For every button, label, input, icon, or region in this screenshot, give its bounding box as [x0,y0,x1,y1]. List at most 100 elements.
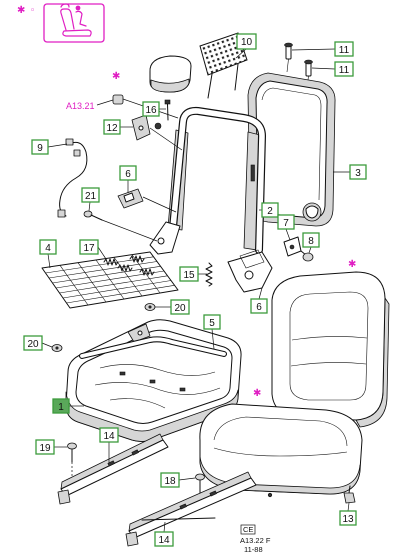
spring-coil [139,268,155,276]
figure-reference: CE A13.22 F 11-88 [240,524,271,554]
callout-box [203,314,221,330]
callout-number: 8 [308,236,314,247]
cable-connector-b [73,149,81,157]
bracket-upper-axis [142,196,177,213]
bolt-18-head [195,473,205,481]
callout-number: 14 [103,431,115,442]
callout-number: 6 [256,302,262,313]
footer-date: 11-88 [244,545,263,554]
back-frame-pivot-hole [157,237,165,245]
mat-wire [131,254,161,294]
rail-upper-latch [131,449,139,456]
callout-8: 8 [302,232,320,248]
seat-pictogram-icon [60,3,92,37]
backrest-pad-stitch [290,362,367,367]
callout-box [39,239,57,255]
bolt-21-axis [101,219,158,242]
callout-number: 2 [267,206,273,217]
bolt-19-head [67,442,77,450]
callout-box [349,164,367,180]
rail-lower-handle [141,517,216,521]
mat-wire [95,259,125,300]
callout-number: 17 [83,243,95,254]
rail-lower-latch [209,490,217,497]
cushion-highlight-mark: ✱ [253,388,261,399]
callout-9: 9 [31,139,49,155]
bracket-upper [117,188,177,213]
callout-number: 9 [37,143,43,154]
leader-9 [47,143,68,148]
seat-pan-rib [94,382,221,395]
callout-6-upper: 6 [119,165,137,181]
back-frame-slot [250,164,255,182]
callout-number: 4 [45,243,51,254]
headrest-highlight-mark: ✱ [112,71,120,82]
nut-right-hole [148,305,152,309]
callout-box [35,439,55,455]
backrest-pad-stitch [291,336,368,341]
callouts: 10 11 11 3 16 12 9 6 21 2 7 8 4 17 15 6 … [23,33,367,547]
headrest-frame [199,32,248,99]
bolt-21-head [83,210,93,218]
callout-box [81,187,100,203]
callout-number: 10 [241,37,253,48]
pictogram-occupant [75,10,87,27]
callout-box [160,472,180,488]
clip [154,122,162,130]
back-frame-pivot-left [149,221,181,255]
mat-wire [77,262,107,303]
callout-box [119,165,137,181]
seat-cushion-top [199,403,363,495]
callout-box [31,139,49,155]
bracket-piece-hole [138,125,144,131]
callout-10: 10 [236,33,257,50]
callout-box [23,335,43,351]
rail-lower-latch [179,503,187,510]
backrest-pad: ✱ [271,259,390,428]
callout-18: 18 [160,472,180,488]
back-panel-knob-face [305,205,319,219]
rail-upper [57,433,169,505]
footer-badge-frame [240,524,256,535]
leader-17 [97,246,107,260]
crossbar-tube-core [80,337,226,358]
callout-3: 3 [349,164,367,180]
springs [103,255,155,276]
spring-small-coil [205,262,213,287]
bolt-19 [67,442,77,478]
callout-number: 6 [125,169,131,180]
headrest-rod-right [234,63,239,91]
callout-number: 11 [339,65,350,76]
callout-7: 7 [277,214,295,230]
headrest-underside [150,78,190,93]
foot [343,485,356,504]
callout-box [179,266,199,282]
callout-number: 16 [145,105,157,116]
callout-20-left: 20 [23,335,43,351]
callout-14-lower: 14 [154,531,174,547]
rail-upper-foot [57,489,71,505]
seat-pan-hole [179,387,186,392]
back-frame-recliner-plate [239,249,265,269]
seat-cushion-stitch [213,447,348,457]
foot-body [343,492,356,504]
spring-coil [103,258,119,266]
callout-4: 4 [39,239,57,255]
guide-upper-stem [286,58,289,73]
guide-upper-cap [284,42,293,48]
seat-pan-inner [75,329,233,424]
legend-asterisk: ✱ [17,5,25,16]
mat-wire [59,265,89,306]
bolt-21-shaft [90,214,103,221]
backrest-highlight-mark: ✱ [348,259,356,270]
nut-left-hole [55,346,59,350]
callout-6-lower: 6 [250,298,268,314]
leader-11-lower [311,67,336,70]
callout-box [99,427,119,443]
leader-13 [347,502,350,512]
footer-code: A13.22 F [240,536,271,545]
callout-1: 1 [52,398,70,414]
pictogram-headrest [60,3,70,8]
cable-connector-a [65,138,74,146]
leader-4 [47,253,51,269]
